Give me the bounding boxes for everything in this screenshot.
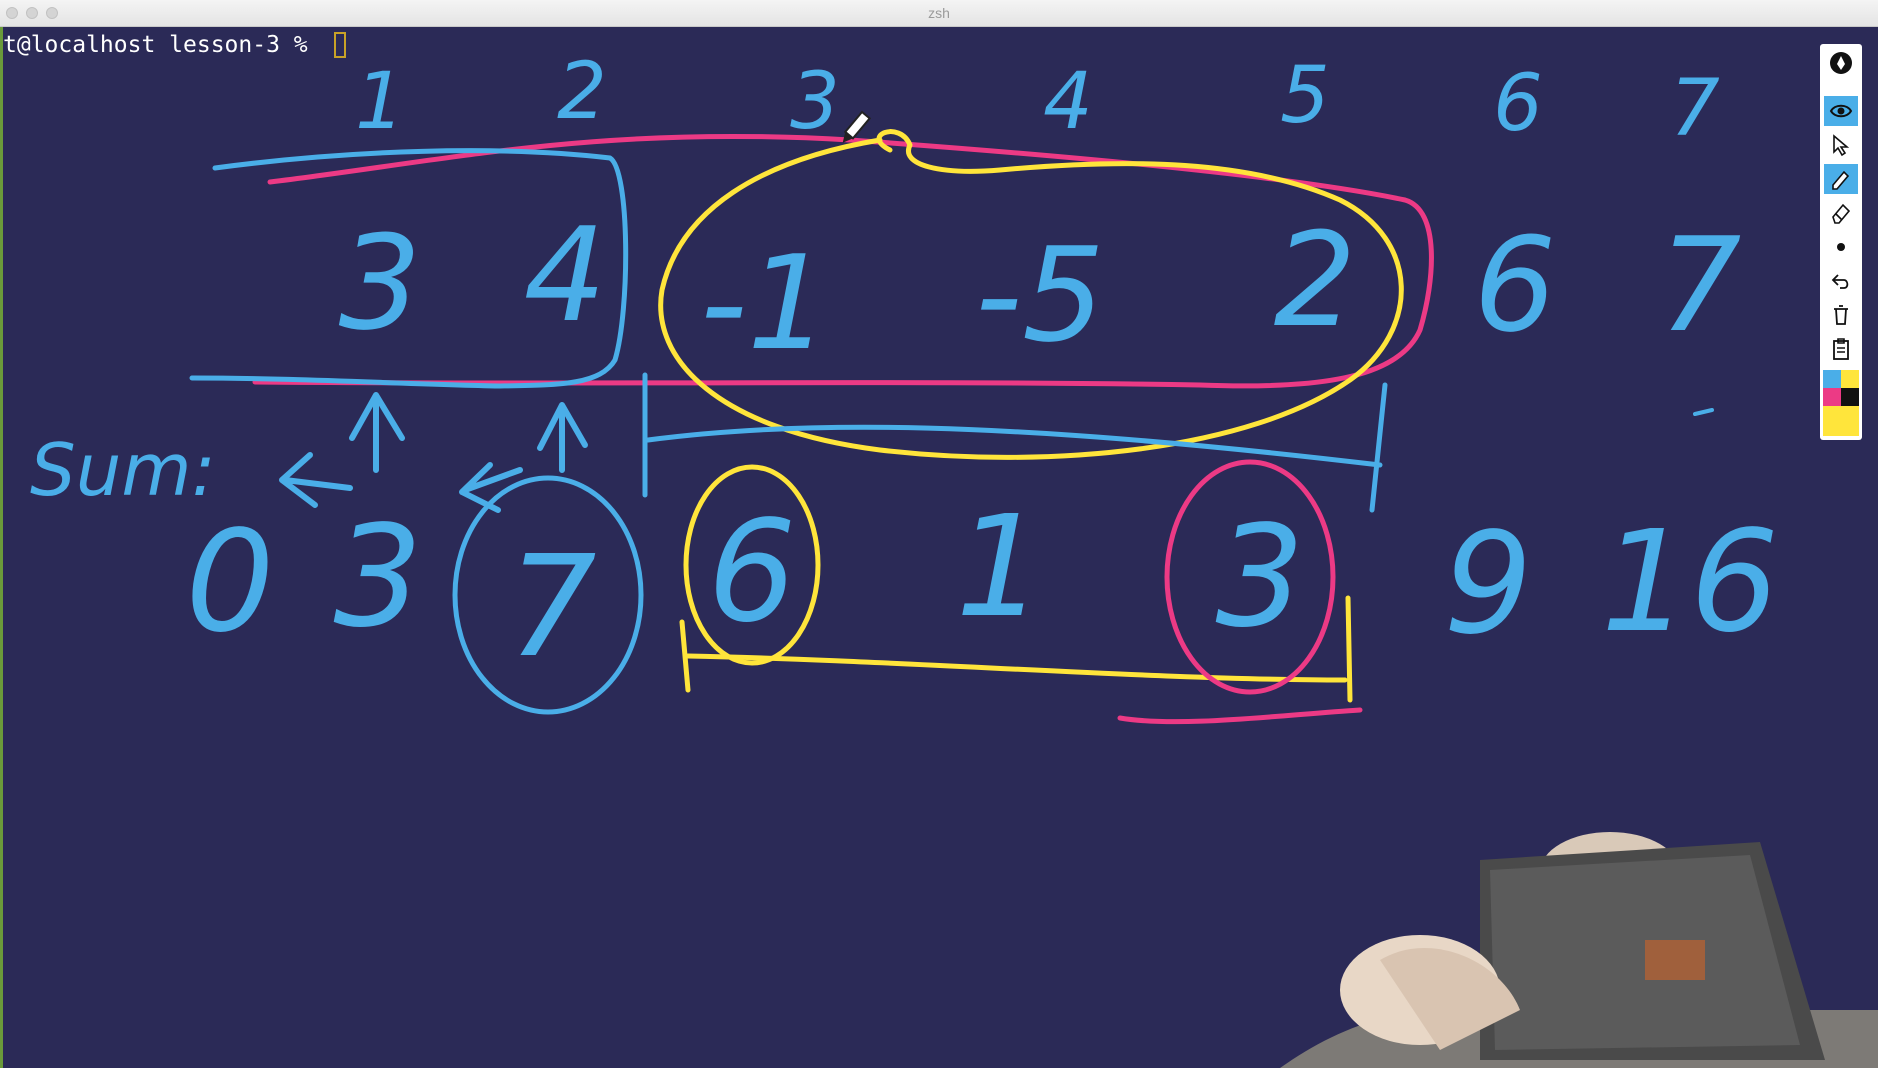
- pencil-cursor-icon: [842, 110, 872, 143]
- array-value: 2: [1274, 204, 1357, 356]
- window-title: zsh: [928, 5, 950, 21]
- prompt-line[interactable]: t@localhost lesson-3 %: [3, 32, 346, 58]
- presenter-webcam-overlay: [1280, 832, 1878, 1068]
- color-swatch-pink[interactable]: [1823, 388, 1841, 406]
- trash-icon[interactable]: [1824, 300, 1858, 330]
- array-value: -1: [700, 227, 830, 379]
- color-swatch-black[interactable]: [1841, 388, 1859, 406]
- presenter-logo-icon[interactable]: [1824, 48, 1858, 78]
- prefix-sum: 16: [1601, 501, 1779, 664]
- sum-label: Sum:: [30, 428, 216, 512]
- index-label: 7: [1670, 64, 1720, 154]
- title-bar[interactable]: zsh: [0, 0, 1878, 27]
- array-value: 7: [1659, 209, 1742, 361]
- pen-icon[interactable]: [1824, 164, 1858, 194]
- zoom-button[interactable]: [46, 7, 58, 19]
- index-label: 5: [1280, 51, 1330, 141]
- clipboard-icon[interactable]: [1824, 334, 1858, 364]
- pink-range-outline: [252, 133, 1434, 389]
- stray-dash: [1693, 408, 1714, 416]
- minimize-button[interactable]: [26, 7, 38, 19]
- prefix-sum: 7: [507, 526, 596, 689]
- prefix-sum: 6: [707, 491, 796, 654]
- prefix-sum: 0: [185, 501, 274, 664]
- index-label: 6: [1493, 59, 1543, 149]
- blue-prefix-box: [189, 148, 629, 389]
- blue-circle-7: [452, 475, 644, 715]
- up-arrow-2: [537, 402, 588, 473]
- dot-icon[interactable]: [1824, 232, 1858, 262]
- left-arrow-1: [279, 452, 353, 508]
- current-color-swatch[interactable]: [1823, 406, 1859, 436]
- close-button[interactable]: [6, 7, 18, 19]
- pink-circle-3: [1164, 459, 1336, 695]
- index-label: 4: [1043, 57, 1093, 147]
- undo-icon[interactable]: [1824, 266, 1858, 296]
- array-value: 6: [1474, 209, 1557, 361]
- index-label: 1: [355, 57, 405, 147]
- array-value: 3: [339, 207, 422, 359]
- yellow-sum-bracket: [679, 595, 1353, 703]
- prefix-sum: 3: [333, 496, 422, 659]
- color-swatch-yellow[interactable]: [1841, 370, 1859, 388]
- blue-subarray-bracket: [642, 372, 1388, 513]
- prefix-sum: 3: [1215, 496, 1304, 659]
- index-label: 2: [557, 47, 607, 137]
- yellow-circle-6: [683, 464, 821, 666]
- array-value: 4: [524, 199, 607, 351]
- index-label: 3: [790, 57, 840, 147]
- drawing-toolbar: [1820, 44, 1862, 440]
- shell-prompt: t@localhost lesson-3 %: [3, 32, 322, 58]
- eraser-icon[interactable]: [1824, 198, 1858, 228]
- arrow-pointer-icon[interactable]: [1824, 130, 1858, 160]
- window-edge: [0, 27, 3, 1068]
- left-arrow-2: [459, 462, 523, 513]
- yellow-subarray-ellipse: [658, 129, 1404, 460]
- prefix-sum: 1: [955, 486, 1044, 649]
- eye-icon[interactable]: [1824, 96, 1858, 126]
- text-cursor: [333, 32, 346, 58]
- array-value: -5: [975, 219, 1105, 371]
- up-arrow-1: [349, 392, 405, 473]
- prefix-sum: 9: [1443, 503, 1532, 666]
- pink-underline: [1117, 707, 1363, 725]
- color-swatch-blue[interactable]: [1823, 370, 1841, 388]
